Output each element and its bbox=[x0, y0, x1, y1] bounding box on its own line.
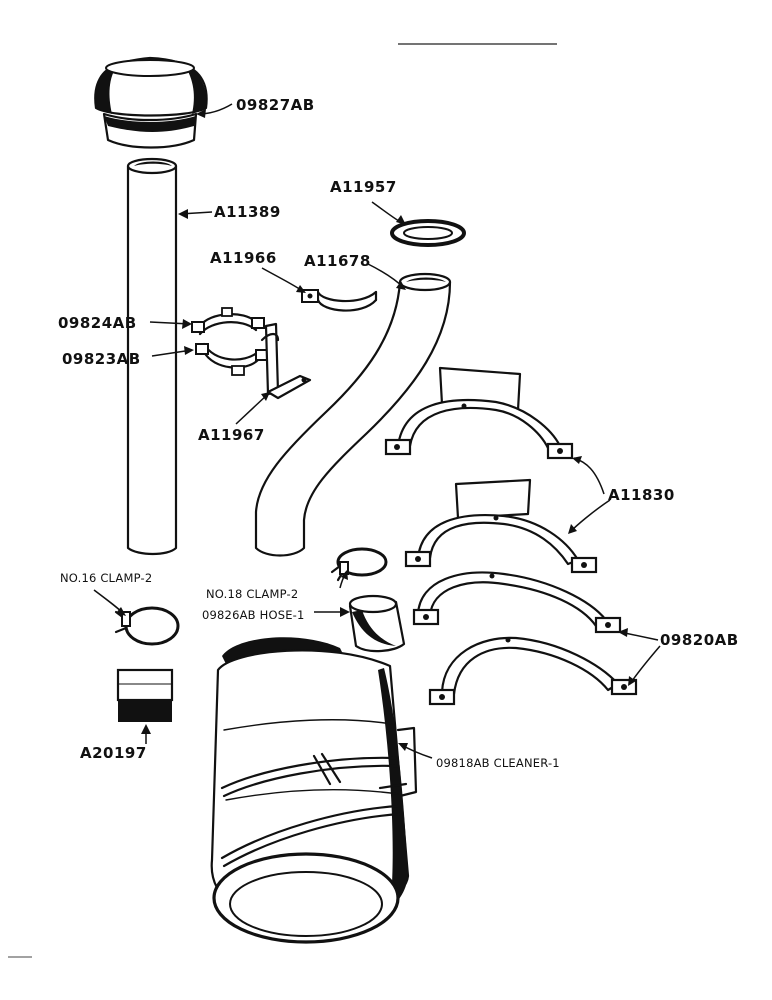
air-cleaner bbox=[210, 637, 418, 944]
arrowheads bbox=[116, 109, 636, 751]
label-support-bracket: A11967 bbox=[198, 426, 265, 444]
label-clamp-lower: 09823AB bbox=[62, 350, 141, 368]
mounting-band-bracket-lower bbox=[404, 478, 598, 574]
support-bracket bbox=[260, 322, 312, 400]
hose bbox=[348, 594, 406, 653]
label-mounting-band: 09820AB bbox=[660, 631, 739, 649]
gasket bbox=[390, 219, 466, 247]
split-clamp-upper bbox=[191, 307, 265, 336]
mounting-band-lower bbox=[428, 636, 638, 706]
label-mounting-band-bracket: A11830 bbox=[608, 486, 675, 504]
split-clamp-lower bbox=[195, 342, 269, 376]
label-breather-cap: 09827AB bbox=[236, 96, 315, 114]
label-inlet-pipe: A11389 bbox=[214, 203, 281, 221]
label-hose: 09826AB HOSE-1 bbox=[202, 608, 305, 622]
inlet-pipe bbox=[126, 157, 178, 556]
clamp-a11966 bbox=[301, 289, 378, 312]
label-gasket: A11957 bbox=[330, 178, 397, 196]
label-clamp-bracket: A11966 bbox=[210, 249, 277, 267]
hose-clamp-no16 bbox=[114, 606, 180, 646]
breather-cap bbox=[94, 56, 208, 149]
label-clamp-no18: NO.18 CLAMP-2 bbox=[206, 587, 298, 601]
label-filter-block: A20197 bbox=[80, 744, 147, 762]
elbow-tube bbox=[254, 272, 452, 557]
label-elbow-tube: A11678 bbox=[304, 252, 371, 270]
label-clamp-no16: NO.16 CLAMP-2 bbox=[60, 571, 152, 585]
hose-clamp-no18 bbox=[330, 547, 388, 582]
mounting-band-upper bbox=[412, 571, 622, 634]
label-cleaner: 09818AB CLEANER-1 bbox=[436, 756, 560, 770]
mounting-band-bracket-upper bbox=[384, 366, 574, 460]
label-clamp-upper: 09824AB bbox=[58, 314, 137, 332]
filter-block bbox=[116, 668, 174, 722]
